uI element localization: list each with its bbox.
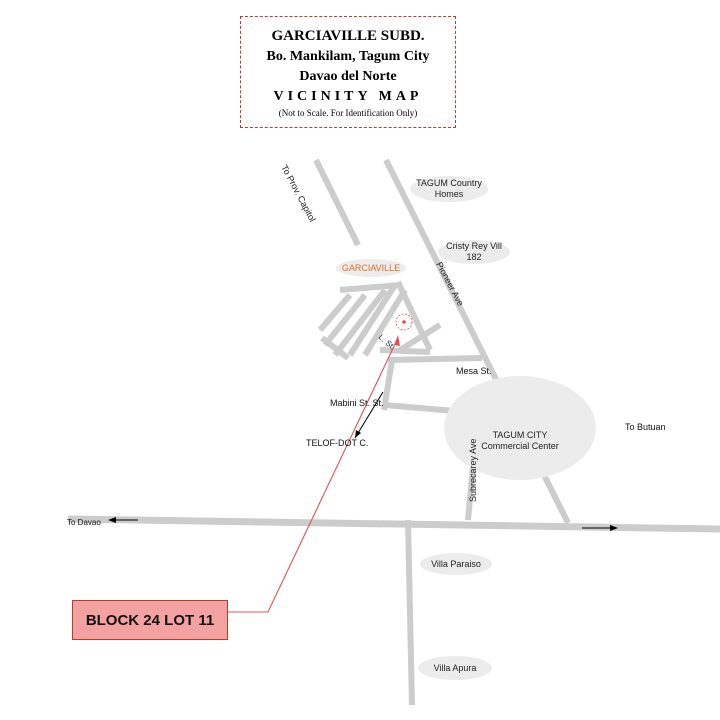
main-highway	[67, 515, 720, 533]
prov-capitol-road	[313, 158, 361, 247]
mesa-st-road	[387, 355, 483, 363]
prov-capitol-label: To Prov. Capitol	[279, 163, 317, 223]
tagum-country-homes: TAGUM Country Homes	[410, 176, 488, 202]
villa-paraiso: Villa Paraiso	[420, 553, 492, 575]
to-butuan-label: To Butuan	[625, 422, 666, 432]
garciaville-label: GARCIAVILLE	[336, 259, 406, 277]
connector-road	[381, 359, 395, 411]
mabini-st-label: Mabini St. St.	[330, 398, 384, 408]
to-davao-label: To Davao	[67, 518, 101, 527]
south-road	[405, 519, 415, 706]
lot-callout-label: BLOCK 24 LOT 11	[85, 611, 215, 629]
location-dot	[402, 320, 406, 324]
lot-callout-box: BLOCK 24 LOT 11	[72, 600, 228, 640]
scale-note: (Not to Scale. For Identification Only)	[278, 108, 418, 118]
province-name: Davao del Norte	[299, 69, 397, 84]
villa-apura: Villa Apura	[418, 656, 492, 680]
map-title: VICINITY MAP	[273, 89, 423, 104]
barangay-name: Bo. Mankilam, Tagum City	[266, 49, 430, 64]
telof-arrow	[354, 391, 384, 439]
subdivision-name: GARCIAVILLE SUBD.	[271, 28, 425, 44]
pioneer-ave-label: Pioneer Ave	[434, 260, 466, 307]
telof-dot-label: TELOF-DOT C.	[306, 438, 369, 448]
subdivision-grid	[317, 280, 442, 361]
commercial-center-area	[444, 376, 596, 480]
commercial-center-label: TAGUM CITY Commercial Center	[481, 430, 559, 451]
mesa-st-label: Mesa St.	[456, 366, 492, 376]
title-box: GARCIAVILLE SUBD. Bo. Mankilam, Tagum Ci…	[240, 16, 456, 128]
location-ring	[395, 313, 413, 331]
subrecarey-ave-label: Subrecarey Ave	[468, 439, 478, 502]
cristy-rey-village: Cristy Rey Vill 182	[438, 240, 510, 264]
callout-leader-line	[228, 341, 397, 613]
